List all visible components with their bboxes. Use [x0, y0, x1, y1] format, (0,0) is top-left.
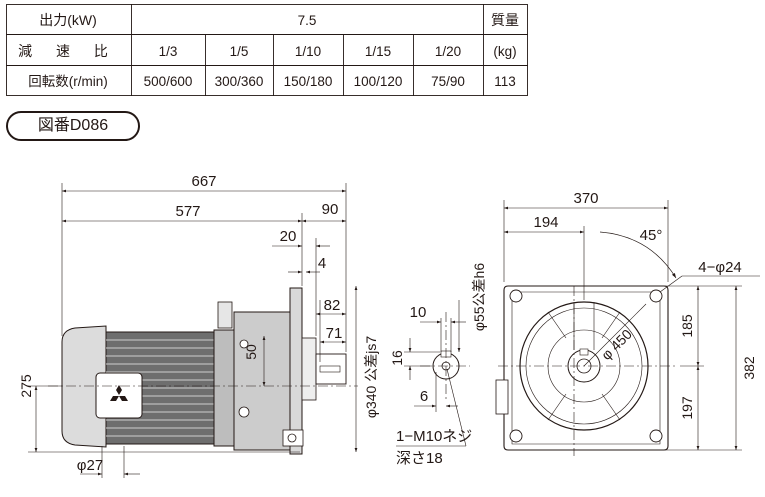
dim-upper-height: 185 [679, 314, 695, 338]
dim-key-height: 16 [389, 350, 405, 366]
dim-shaft-length: 82 [324, 297, 341, 314]
front-view-dimensions: 370 194 45° 4−φ24 φ 450 185 197 382 [503, 190, 760, 451]
speed-5: 75/90 [431, 74, 465, 89]
dim-body-length: 577 [175, 203, 200, 220]
dim-centre-height: 275 [18, 374, 34, 398]
dim-shaft-dia: φ55公差h6 [471, 263, 487, 331]
tapped-depth-label: 深さ18 [396, 450, 443, 467]
dim-flange-length: 90 [322, 201, 339, 218]
dim-key-depth: 6 [420, 388, 428, 405]
front-view-flange [495, 285, 676, 456]
dim-overall-length: 667 [191, 173, 216, 190]
spec-table: 出力(kW) 7.5 質量 減 速 比 1/3 1/5 1/10 1/15 1/… [6, 4, 528, 96]
side-view-dimensions: 667 577 90 20 4 82 71 50 275 φ27 [18, 173, 379, 478]
dim-conduit-dia: φ27 [77, 457, 103, 474]
speed-3: 150/180 [284, 74, 333, 89]
ratio-label: 減 速 比 [18, 43, 118, 59]
dim-key-length: 71 [326, 325, 343, 342]
dim-half-width: 194 [533, 214, 558, 231]
shaft-detail: 10 16 6 φ55公差h6 1−M10ネジ 深さ18 [389, 263, 487, 467]
ratio-3: 1/10 [295, 44, 321, 59]
ratio-4: 1/15 [365, 44, 391, 59]
speed-1: 500/600 [144, 74, 193, 89]
dim-shaft-step: 20 [280, 228, 297, 245]
dim-shaft-height: 50 [243, 344, 259, 360]
output-value: 7.5 [298, 13, 317, 28]
speed-label: 回転数(r/min) [28, 74, 108, 89]
speed-2: 300/360 [215, 74, 264, 89]
side-view-motor [48, 287, 358, 455]
figure-number-badge: 図番D086 [6, 111, 140, 141]
ratio-2: 1/5 [230, 44, 249, 59]
dimension-drawing: 667 577 90 20 4 82 71 50 275 φ27 [18, 173, 760, 478]
bolt-holes [509, 289, 663, 443]
output-label: 出力(kW) [39, 12, 97, 28]
speed-4: 100/120 [354, 74, 403, 89]
dim-key-width: 10 [410, 304, 427, 321]
dim-flange-width: 370 [573, 190, 598, 207]
tapped-hole-label: 1−M10ネジ [396, 428, 472, 445]
dim-bolt-angle: 45° [640, 227, 663, 244]
ratio-5: 1/20 [435, 44, 461, 59]
ratio-1: 1/3 [159, 44, 178, 59]
dim-flange-thickness: 4 [318, 255, 326, 272]
dim-lower-height: 197 [679, 396, 695, 420]
dim-bolt-holes: 4−φ24 [698, 259, 742, 276]
mass-unit: (kg) [493, 44, 516, 59]
logo-icon [110, 385, 128, 401]
dim-pilot-dia: φ340 公差js7 [363, 336, 379, 418]
mass-value: 113 [494, 74, 516, 89]
mass-label: 質量 [491, 12, 519, 28]
dim-total-height: 382 [741, 356, 757, 380]
